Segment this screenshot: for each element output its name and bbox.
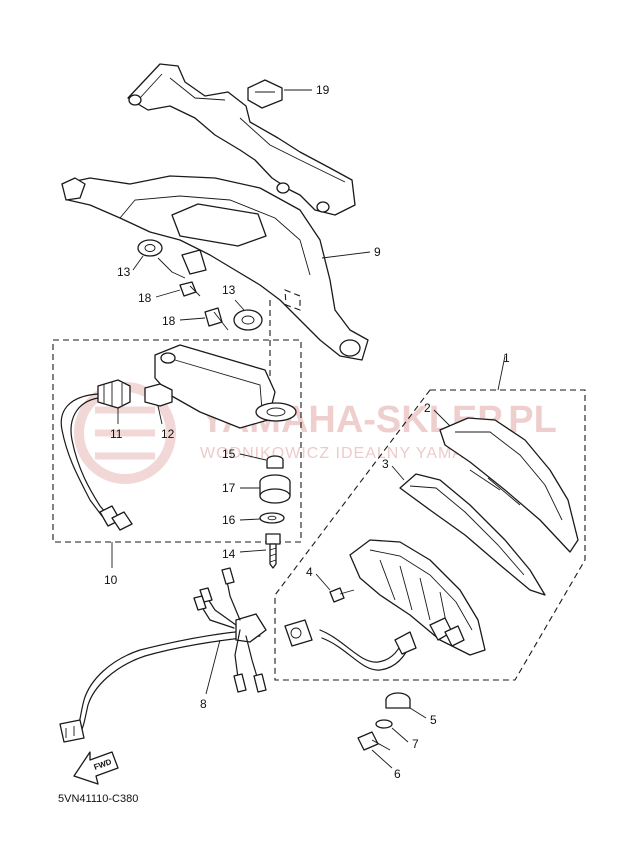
callout-18-lower: 18 <box>162 314 176 328</box>
callout-7: 7 <box>412 737 419 751</box>
callout-2: 2 <box>424 401 431 415</box>
part-15-collar <box>266 455 284 469</box>
callout-15: 15 <box>222 447 236 461</box>
part-17-damper <box>259 474 291 504</box>
callout-11: 11 <box>110 427 123 441</box>
fwd-arrow-icon: FWD <box>73 751 119 785</box>
part-19-bracket <box>127 63 356 216</box>
license-light-wire <box>60 393 103 517</box>
callout-10: 10 <box>104 573 118 587</box>
part-6-screw <box>357 731 391 751</box>
callout-1: 1 <box>503 351 510 365</box>
callout-3: 3 <box>382 457 389 471</box>
part-7-washer <box>375 719 393 729</box>
part-5-grommet <box>385 692 411 709</box>
part-11-socket <box>97 379 131 409</box>
callout-4: 4 <box>306 565 313 579</box>
license-light-housing <box>154 344 297 429</box>
part-16-washer <box>259 512 285 524</box>
callout-16: 16 <box>222 513 236 527</box>
part-13-grommet-lower <box>233 309 263 331</box>
part-4-screw <box>329 587 355 603</box>
part-3-gasket <box>399 473 546 596</box>
callout-13-lower: 13 <box>222 283 236 297</box>
callout-13-upper: 13 <box>117 265 131 279</box>
watermark-line-2: WODNIKOWICZ IDEALNY YAMAHA <box>200 445 488 462</box>
assembly-1-box <box>274 389 586 681</box>
part-9-fender <box>61 175 369 420</box>
diagram-code: 5VN41110-C380 <box>58 793 138 805</box>
part-14-bolt <box>265 533 281 569</box>
part-8-harness <box>59 567 267 743</box>
callout-8: 8 <box>200 697 207 711</box>
part-18-clip-lower <box>204 307 229 331</box>
callout-19: 19 <box>316 83 330 97</box>
part-13-grommet-upper <box>137 239 186 279</box>
callout-9: 9 <box>374 245 381 259</box>
callout-17: 17 <box>222 481 236 495</box>
callout-14: 14 <box>222 547 236 561</box>
callout-12: 12 <box>161 427 175 441</box>
callout-6: 6 <box>394 767 401 781</box>
callout-5: 5 <box>430 713 437 727</box>
tail-light-base <box>284 539 486 671</box>
assembly-10-box <box>52 339 302 543</box>
part-12-bulb <box>144 383 173 407</box>
part-18-clip-upper <box>179 281 201 297</box>
callout-18-upper: 18 <box>138 291 152 305</box>
part-2-lens <box>439 417 579 553</box>
